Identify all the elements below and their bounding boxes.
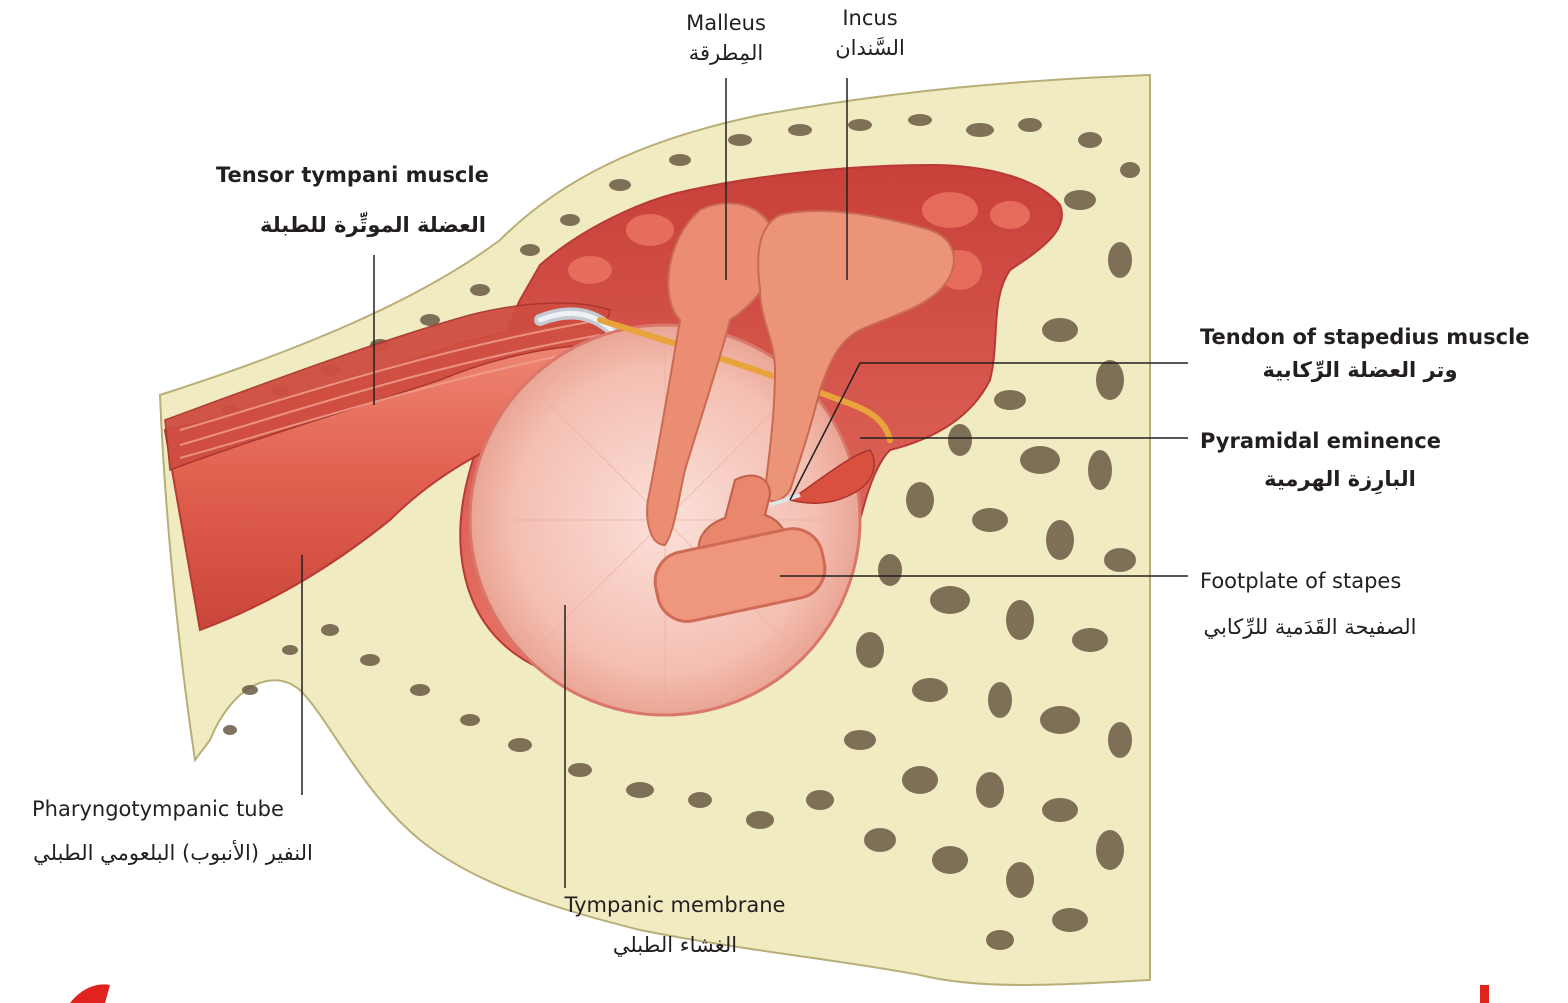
label-pyramidal-eminence-ar: البارِزة الهرمية — [1240, 466, 1440, 492]
label-tympanic-membrane-en: Tympanic membrane — [545, 892, 805, 918]
label-tensor-tympani-en: Tensor tympani muscle — [216, 162, 489, 188]
label-pharyngotympanic-en: Pharyngotympanic tube — [32, 796, 284, 822]
red-accent-right — [1480, 985, 1489, 1003]
label-stapedius-tendon-en: Tendon of stapedius muscle — [1200, 324, 1530, 350]
label-tensor-tympani-ar: العضلة الموتِّرة للطبلة — [220, 212, 486, 238]
label-malleus-ar: المِطرقة — [636, 40, 816, 66]
label-pyramidal-eminence-en: Pyramidal eminence — [1200, 428, 1441, 454]
label-pharyngotympanic-ar: النفير (الأنبوب) البلعومي الطبلي — [8, 840, 338, 866]
red-accent-left — [70, 984, 110, 1003]
label-incus-en: Incus — [790, 5, 950, 31]
label-footplate-stapes-ar: الصفيحة القَدَمية للرِّكابي — [1180, 614, 1440, 640]
label-malleus-en: Malleus — [636, 10, 816, 36]
label-incus-ar: السَّندان — [790, 35, 950, 61]
label-tympanic-membrane-ar: الغشاء الطبلي — [545, 932, 805, 958]
label-footplate-stapes-en: Footplate of stapes — [1200, 568, 1401, 594]
label-stapedius-tendon-ar: وتر العضلة الرِّكابية — [1250, 357, 1470, 383]
